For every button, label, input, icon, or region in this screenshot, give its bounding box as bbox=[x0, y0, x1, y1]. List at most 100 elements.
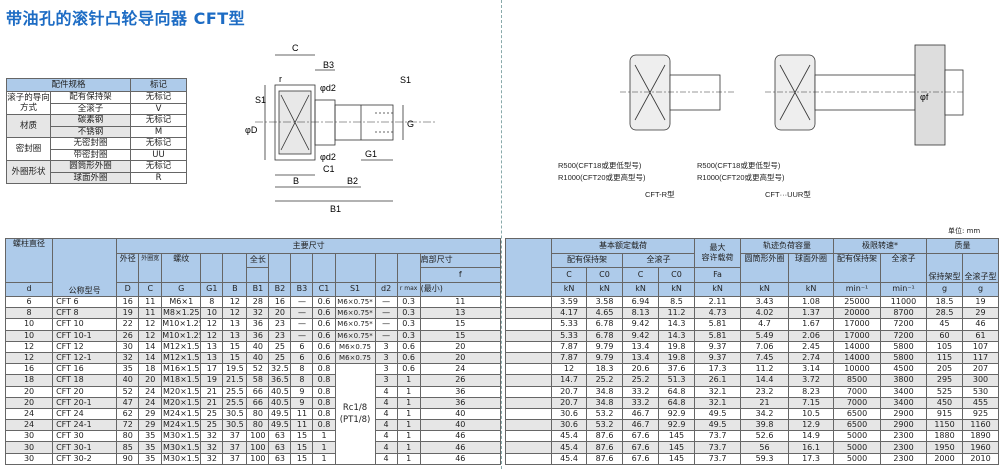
table-cell: 20 bbox=[419, 340, 502, 353]
table-cell: 67.6 bbox=[622, 441, 659, 454]
table-cell: M30×1.5 bbox=[161, 430, 202, 443]
dim-label-c1: C1 bbox=[323, 164, 335, 174]
spacer-cell bbox=[505, 430, 552, 443]
table-cell: 10 bbox=[4, 318, 54, 331]
table-cell: 14 bbox=[138, 340, 163, 353]
spec-header: 配件规格 bbox=[5, 78, 132, 92]
table-cell: 23.2 bbox=[740, 385, 789, 398]
table-cell: CFT 12-1 bbox=[52, 351, 118, 365]
dim-label-r: r bbox=[279, 74, 282, 84]
table-cell: 20000 bbox=[833, 307, 881, 320]
table-cell: — bbox=[290, 329, 314, 342]
table-cell: 19.8 bbox=[658, 351, 695, 365]
table-cell: 300 bbox=[962, 374, 999, 387]
table-cell: 32 bbox=[116, 351, 140, 365]
table-cell: 915 bbox=[926, 407, 963, 421]
table-cell: 22 bbox=[116, 318, 140, 331]
table-cell: 36 bbox=[246, 329, 270, 342]
table-cell: 145 bbox=[658, 430, 695, 443]
table-cell: 0.8 bbox=[312, 374, 336, 387]
table-cell: 59.3 bbox=[740, 452, 789, 465]
table-cell: 34.2 bbox=[740, 407, 789, 421]
table-cell: 34.8 bbox=[586, 385, 623, 398]
table-cell: 14.3 bbox=[658, 329, 695, 342]
table-cell: 0.6 bbox=[396, 340, 421, 353]
dim-label-c: C bbox=[292, 43, 299, 53]
spacer-cell bbox=[505, 351, 552, 365]
table-cell: 0.6 bbox=[312, 351, 336, 365]
table-cell: 5.81 bbox=[694, 329, 741, 342]
max-label: 最大 bbox=[709, 243, 726, 252]
table-cell: 24 bbox=[4, 419, 54, 432]
table-cell: — bbox=[374, 307, 398, 320]
table-cell: 11000 bbox=[880, 295, 927, 309]
table-cell: CFT 16 bbox=[52, 363, 118, 376]
spacer-cell bbox=[505, 374, 552, 387]
table-cell: 53.2 bbox=[586, 419, 623, 432]
table-cell: M6×0.75 bbox=[334, 340, 376, 353]
table-cell: CFT 30 bbox=[52, 430, 118, 443]
dim-label-f: φf bbox=[920, 92, 929, 102]
table-cell: 29 bbox=[962, 307, 999, 320]
table-cell: 32 bbox=[246, 307, 270, 320]
col-header-thread: 螺纹 bbox=[161, 252, 202, 283]
table-cell: 92.9 bbox=[658, 407, 695, 421]
table-cell: 15 bbox=[290, 452, 314, 465]
table-cell: 66 bbox=[246, 385, 270, 398]
col-header-mass-full: 全滚子型 bbox=[962, 252, 999, 283]
table-cell: 15 bbox=[222, 351, 248, 365]
table-cell: 46 bbox=[962, 318, 999, 331]
table-cell: 30.6 bbox=[551, 419, 587, 432]
spec-header: 标记 bbox=[130, 78, 188, 92]
table-cell: 13.4 bbox=[622, 340, 659, 353]
table-cell: 11.2 bbox=[740, 363, 789, 376]
table-cell: 0.6 bbox=[312, 329, 336, 342]
table-cell: 12 bbox=[138, 318, 163, 331]
table-cell: 16 bbox=[116, 295, 140, 309]
table-cell: 23 bbox=[268, 329, 292, 342]
table-cell: 5000 bbox=[833, 430, 881, 443]
dim-label-d2: φd2 bbox=[320, 83, 336, 93]
table-cell: 8 bbox=[4, 307, 54, 320]
table-cell: 62 bbox=[116, 407, 140, 421]
table-cell: 19.5 bbox=[222, 363, 248, 376]
table-cell: 6.78 bbox=[586, 318, 623, 331]
table-cell: 87.6 bbox=[586, 452, 623, 465]
col-unit: kN bbox=[788, 281, 834, 297]
table-cell: 4 bbox=[374, 407, 398, 421]
col-header-S1: S1 bbox=[334, 281, 376, 297]
col-header-fmin: (最小) bbox=[419, 281, 502, 297]
table-cell: 24 bbox=[138, 385, 163, 398]
col-header-B: B bbox=[222, 281, 248, 297]
table-cell: 87.6 bbox=[586, 430, 623, 443]
col-header-B2: B2 bbox=[268, 281, 292, 297]
col-header-C: C bbox=[138, 281, 163, 297]
table-cell: 8 bbox=[290, 363, 314, 376]
table-cell: 3800 bbox=[880, 374, 927, 387]
table-cell: 9 bbox=[290, 385, 314, 398]
table-cell: 12 bbox=[200, 329, 224, 342]
table-cell: 40 bbox=[246, 340, 270, 353]
table-cell: 35 bbox=[138, 430, 163, 443]
col-unit: kN bbox=[622, 281, 659, 297]
table-cell: — bbox=[374, 318, 398, 331]
table-cell: 63 bbox=[268, 441, 292, 454]
table-cell: 9.79 bbox=[586, 340, 623, 353]
table-cell: 1.37 bbox=[788, 307, 834, 320]
col-header-speed-cage: 配有保持架 bbox=[833, 252, 881, 283]
col-header-sph: 球面外圈 bbox=[788, 252, 834, 283]
dim-label-b2: B2 bbox=[347, 176, 358, 186]
table-cell: 16 bbox=[4, 363, 54, 376]
table-cell: 45.4 bbox=[551, 441, 587, 454]
table-cell: 37 bbox=[222, 430, 248, 443]
table-cell: CFT 30-2 bbox=[52, 452, 118, 465]
table-cell: 80 bbox=[246, 407, 270, 421]
col-header-C1: C1 bbox=[312, 281, 336, 297]
table-cell: M10×1.25 bbox=[161, 318, 202, 331]
table-cell: M8×1.25 bbox=[161, 307, 202, 320]
